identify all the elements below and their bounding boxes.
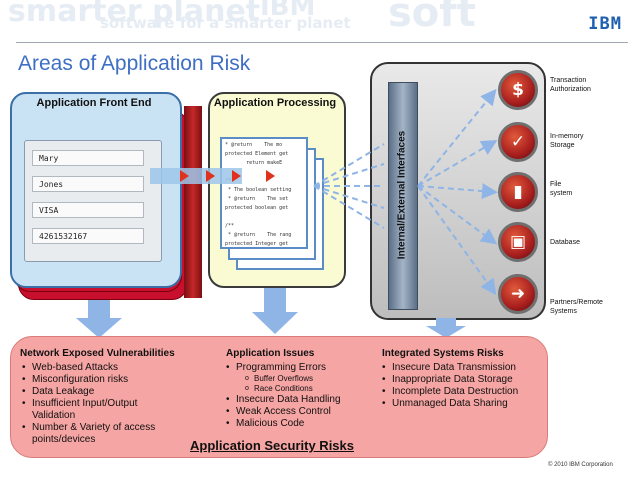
system-label-partners: Partners/Remote Systems [550, 299, 603, 315]
risk-list-network: Web-based Attacks Misconfiguration risks… [20, 362, 180, 446]
header-banner: smarter planet software for a smarter pl… [0, 0, 640, 38]
folder-icon: ▮ [498, 172, 538, 212]
flow-arrow-icon [206, 170, 215, 182]
down-arrow-icon [76, 300, 122, 338]
code-sheet: * @return The mo protected Element get r… [220, 137, 308, 249]
banner-text: software for a smarter planet [100, 14, 351, 32]
processing-title: Application Processing [213, 97, 337, 109]
system-label-transaction: Transaction Authorization [550, 77, 591, 93]
list-item: Insufficient Input/Output Validation [20, 398, 180, 422]
risk-summary-title: Application Security Risks [190, 438, 354, 453]
list-item: Weak Access Control [224, 406, 374, 418]
dollar-icon: $ [498, 70, 538, 110]
flow-arrow-icon [266, 170, 275, 182]
flow-arrow-icon [180, 170, 189, 182]
down-arrow-icon [426, 318, 466, 338]
list-item: Malicious Code [224, 418, 374, 430]
header-rule [16, 42, 628, 43]
lightning-icon: ➜ [498, 274, 538, 314]
list-item: Insecure Data Handling [224, 394, 374, 406]
list-item: Inappropriate Data Storage [380, 374, 540, 386]
list-item: Incomplete Data Destruction [380, 386, 540, 398]
down-arrow-icon [252, 288, 298, 334]
list-item: Web-based Attacks [20, 362, 180, 374]
front-end-title: Application Front End [36, 97, 152, 109]
interfaces-bar [388, 82, 418, 310]
form-field-first-name: Mary [32, 150, 144, 166]
interface-dashed-arrows [313, 88, 498, 296]
system-label-filesystem: File system [550, 181, 573, 197]
risk-heading-integrated: Integrated Systems Risks [382, 348, 504, 359]
page-title: Areas of Application Risk [18, 52, 251, 75]
risk-list-integrated: Insecure Data Transmission Inappropriate… [380, 362, 540, 410]
list-subitem: Buffer Overflows [224, 374, 374, 384]
list-item: Insecure Data Transmission [380, 362, 540, 374]
flow-arrow-icon [232, 170, 241, 182]
firewall-bar [184, 106, 202, 298]
banner-text: soft [388, 0, 476, 36]
banner-text: smarter planet [8, 0, 261, 29]
list-item: Data Leakage [20, 386, 180, 398]
risk-heading-application: Application Issues [226, 348, 315, 359]
risk-heading-network: Network Exposed Vulnerabilities [20, 348, 175, 359]
checklist-icon: ✓ [498, 122, 538, 162]
list-item: Number & Variety of access points/device… [20, 422, 180, 446]
list-item: Unmanaged Data Sharing [380, 398, 540, 410]
list-item: Misconfiguration risks [20, 374, 180, 386]
copyright-text: © 2010 IBM Corporation [548, 462, 613, 468]
system-label-memory: In-memory Storage [550, 133, 584, 149]
risk-list-application: Programming Errors Buffer Overflows Race… [224, 362, 374, 430]
database-icon: ▣ [498, 222, 538, 262]
ibm-logo: IBM [588, 14, 622, 34]
system-label-database: Database [550, 239, 580, 246]
banner-text: IBM [260, 0, 316, 22]
form-field-card-number: 4261532167 [32, 228, 144, 244]
form-field-card-type: VISA [32, 202, 144, 218]
data-flow-band [150, 168, 242, 184]
form-field-last-name: Jones [32, 176, 144, 192]
list-item: Programming Errors [224, 362, 374, 374]
list-subitem: Race Conditions [224, 384, 374, 394]
